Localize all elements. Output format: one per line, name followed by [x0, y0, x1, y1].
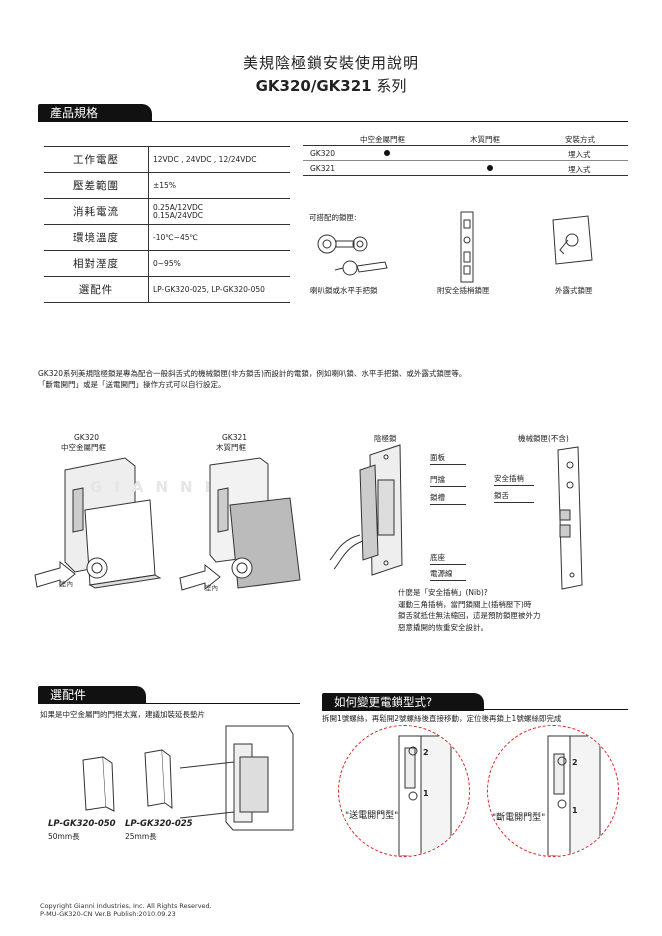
strike-part-label: 門擋 — [430, 474, 466, 487]
mode-power-off-circle: 2 1 "斷電開門型" — [487, 725, 619, 857]
spec-value: 12VDC , 24VDC , 12/24VDC — [148, 146, 290, 173]
spec-label: 選配件 — [44, 276, 149, 303]
change-mode-tab: 如何變更電鎖型式? — [322, 693, 484, 711]
accessory-code: LP-GK320-025 — [125, 819, 193, 829]
frame-header-install: 安裝方式 — [565, 135, 595, 144]
frame-row-mark — [487, 165, 493, 171]
watermark: GIANNI — [90, 478, 223, 496]
series-label: 系列 — [371, 77, 407, 95]
nib-note-line: 什麼是「安全插梢」(Nib)? — [398, 588, 488, 597]
strike-illustration — [329, 444, 403, 576]
product-description: GK320系列美規陰極鎖是專為配合一般斜舌式的機械鎖匣(非方鎖舌)而設計的電鎖，… — [38, 368, 466, 390]
compatible-item: 附安全插梢鎖匣 — [437, 286, 490, 295]
power-off-detail-illustration — [547, 735, 601, 856]
spec-value: ±15% — [148, 172, 290, 199]
frame-row-model: GK321 — [310, 164, 336, 173]
strike-part-label: 面板 — [430, 452, 466, 465]
frame-header-wood: 木質門框 — [470, 135, 500, 144]
gk320-diagram-title: GK320 — [74, 433, 100, 442]
accessory-length: 50mm長 — [48, 832, 80, 841]
gk321-diagram-title: GK321 — [222, 433, 248, 442]
accessories-divider — [38, 703, 300, 704]
mode-power-off-label: "斷電開門型" — [492, 810, 546, 823]
gk320-install-illustration — [34, 457, 162, 589]
spec-row: 環境溫度-10℃~45℃ — [44, 224, 290, 251]
gk321-diagram-subtitle: 木質門框 — [216, 443, 246, 452]
compatible-label: 可搭配的鎖匣: — [309, 213, 357, 222]
spacer-install-illustration — [179, 725, 294, 831]
compatible-item: 外露式鎖匣 — [555, 286, 593, 295]
screw-1-label: 1 — [423, 789, 429, 798]
gk321-install-illustration — [179, 457, 301, 591]
mech-lock-title: 機械鎖匣(不含) — [518, 434, 569, 443]
mech-part-label: 鎖舌 — [494, 490, 534, 503]
screw-2-label: 2 — [423, 748, 429, 757]
screw-2-label: 2 — [572, 758, 578, 767]
spec-label: 壓差範圍 — [44, 172, 149, 199]
mode-power-on-label: "送電開門型" — [345, 808, 399, 821]
spacer-25-illustration — [144, 749, 173, 809]
model-name: GK320/GK321 — [255, 77, 372, 95]
compatible-item: 喇叭鎖或水平手把鎖 — [310, 286, 378, 295]
accessory-code: LP-GK320-050 — [48, 819, 116, 829]
accessories-note: 如果是中空金屬門的門框太寬，建議加裝延長墊片 — [40, 710, 205, 719]
spacer-50-illustration — [82, 756, 115, 812]
spec-label: 工作電壓 — [44, 146, 149, 173]
footer: Copyright Gianni Industries, Inc. All Ri… — [40, 902, 212, 918]
change-mode-divider — [322, 709, 628, 710]
screw-1-label: 1 — [572, 806, 578, 815]
frame-table-rule — [303, 145, 628, 146]
spec-label: 環境溫度 — [44, 224, 149, 251]
spec-value: LP-GK320-025, LP-GK320-050 — [148, 276, 290, 303]
spec-value: 0~95% — [148, 250, 290, 277]
nib-lock-body-illustration — [460, 211, 474, 283]
nib-note-line: 惡意撬開的恢重安全設計。 — [398, 622, 488, 632]
strike-part-label: 底座 — [430, 552, 466, 565]
nib-note-line: 運動三角插梢，當門鎖關上(插梢壓下)時 — [398, 599, 532, 609]
spec-value: -10℃~45℃ — [148, 224, 290, 251]
spec-section-divider — [38, 121, 628, 122]
strike-part-label: 鎖槽 — [430, 492, 466, 505]
nib-note: 什麼是「安全插梢」(Nib)? 運動三角插梢，當門鎖關上(插梢壓下)時 鎖舌就抵… — [398, 587, 541, 633]
indoor-label: 室內 — [60, 580, 73, 588]
rim-lock-illustration — [552, 215, 593, 265]
indoor-label: 室內 — [205, 584, 218, 592]
change-mode-note: 拆開1號螺絲，再鬆開2號螺絲後直接移動，定位後再鎖上1號螺絲即完成 — [322, 714, 562, 723]
gk320-diagram-subtitle: 中空金屬門框 — [61, 443, 106, 452]
spec-section-tab: 產品規格 — [38, 104, 152, 122]
frame-header-metal: 中空金屬門框 — [360, 135, 405, 144]
strike-title: 陰極鎖 — [374, 434, 397, 443]
frame-table-rule — [303, 175, 628, 176]
description-line: GK320系列美規陰極鎖是專為配合一般斜舌式的機械鎖匣(非方鎖舌)而設計的電鎖，… — [38, 369, 467, 378]
frame-row-mark — [384, 150, 390, 156]
mech-lock-illustration — [557, 446, 583, 590]
description-line: 「斷電開門」或是「送電開門」操作方式可以自行設定。 — [38, 380, 226, 389]
accessories-tab: 選配件 — [38, 686, 146, 704]
frame-row-install: 埋入式 — [568, 165, 591, 174]
page-subtitle: GK320/GK321 系列 — [0, 75, 662, 96]
frame-row-model: GK320 — [310, 149, 336, 158]
mech-part-label: 安全插梢 — [494, 473, 534, 486]
page-title: 美規陰極鎖安裝使用說明 — [242, 54, 419, 72]
spec-row: 壓差範圍±15% — [44, 172, 290, 199]
document-version: P-MU-GK320-CN Ver.B Publish:2010.09.23 — [40, 910, 176, 918]
knob-lever-illustration — [317, 234, 388, 276]
accessory-length: 25mm長 — [125, 832, 157, 841]
spec-label: 相對溼度 — [44, 250, 149, 277]
power-on-detail-illustration — [398, 735, 452, 856]
frame-table-rule — [303, 160, 628, 161]
strike-part-label: 電源線 — [430, 568, 466, 581]
spec-label: 消耗電流 — [44, 198, 149, 225]
mode-power-on-circle: 2 1 "送電開門型" — [338, 725, 470, 857]
frame-row-install: 埋入式 — [568, 150, 591, 159]
copyright: Copyright Gianni Industries, Inc. All Ri… — [40, 902, 212, 910]
nib-note-line: 鎖舌就抵住無法縮回，這是預防鎖匣被外力 — [398, 611, 541, 620]
spec-value: 0.25A/12VDC 0.15A/24VDC — [148, 198, 290, 225]
